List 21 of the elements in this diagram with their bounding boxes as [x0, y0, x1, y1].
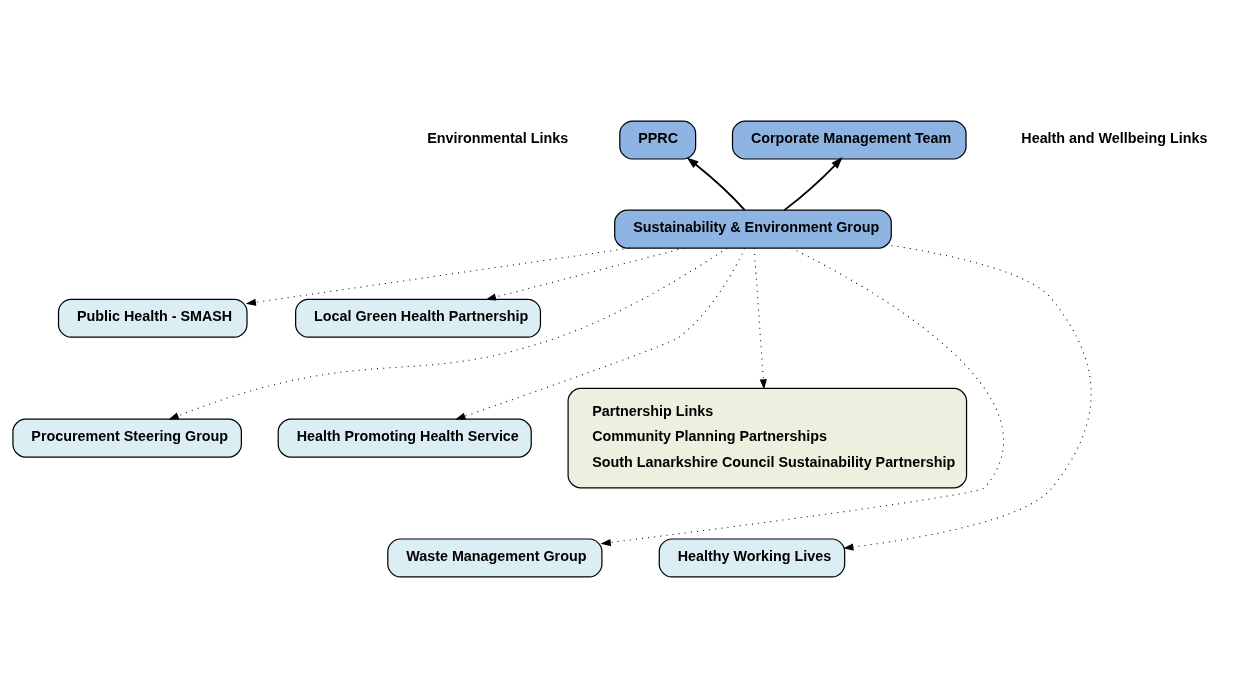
label: Health and Wellbeing Links: [1021, 129, 1208, 146]
node-box: Local Green Health Partnership: [295, 298, 542, 338]
node-box: Health Promoting Health Service: [277, 418, 532, 458]
arrow: [455, 247, 746, 420]
node-box: Healthy Working Lives: [658, 538, 846, 578]
label: Environmental Links: [427, 129, 569, 146]
arrow: [600, 247, 1005, 547]
node-box: Partnership Links Community Planning Partnerships South Lanarkshire Council Sustainability Partnership: [567, 387, 968, 489]
node-box: Procurement Steering Group: [12, 418, 242, 458]
arrow: [753, 247, 767, 390]
node-box: Public Health - SMASH: [57, 298, 248, 338]
node-box: Waste Management Group: [387, 538, 603, 578]
arrow: [843, 245, 1092, 551]
node-box: Corporate Management Team: [731, 120, 967, 160]
arrow: [245, 247, 630, 306]
node-box: Sustainability & Environment Group: [614, 209, 892, 249]
arrow: [686, 157, 746, 212]
arrow: [168, 247, 728, 420]
node-box: PPRC: [619, 120, 697, 160]
arrow: [485, 247, 685, 301]
arrow: [783, 157, 843, 212]
